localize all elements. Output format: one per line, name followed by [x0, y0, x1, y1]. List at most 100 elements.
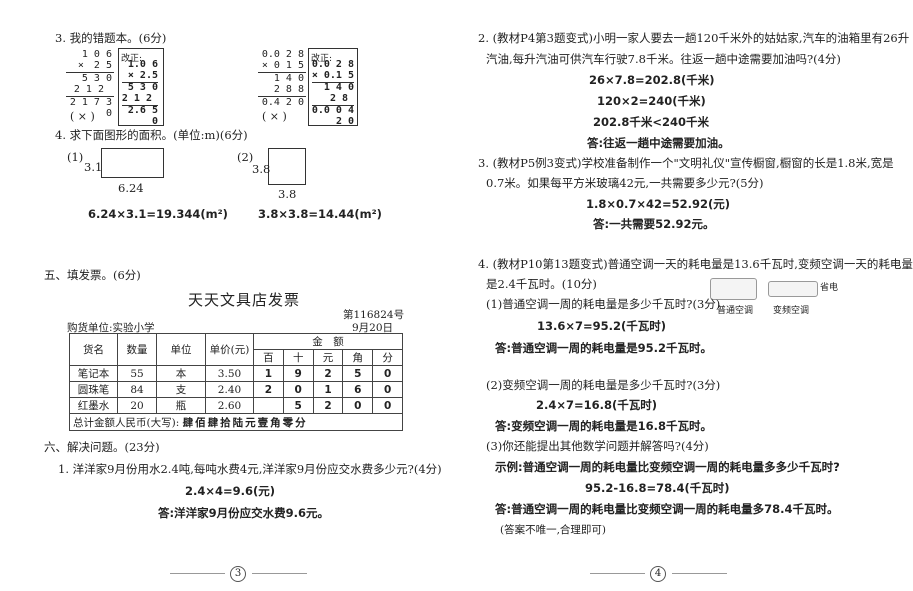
amount-digit: 2: [253, 381, 284, 398]
calc-a-line: × 2 5: [77, 60, 112, 71]
header-cell: 单位: [156, 333, 206, 366]
square-width: 3.8: [278, 187, 297, 201]
item-name: 笔记本: [69, 365, 118, 382]
calc-b-line: 0.0 2 8: [261, 49, 304, 60]
amount-digit: 5: [282, 397, 314, 414]
problem-1-text: 1. 洋洋家9月份用水2.4吨,每吨水费4元,洋洋家9月份应交水费多少元?(4分…: [58, 462, 442, 476]
fix-a-line: 2.6 5 0: [127, 105, 158, 127]
fix-a-line: 2 1 2: [121, 93, 152, 104]
item-name: 红墨水: [69, 397, 118, 414]
header-cell: 单价(元): [205, 333, 254, 366]
section-6-title: 六、解决问题。(23分): [44, 440, 160, 454]
r-q3-answer: 答:一共需要52.92元。: [593, 217, 715, 231]
item-qty: 55: [117, 365, 157, 382]
invoice-title: 天天文具店发票: [188, 291, 301, 309]
ac-label-inverter: 变频空调: [773, 306, 810, 316]
r-q4-part-3: (3)你还能提出其他数学问题并解答吗?(4分): [486, 439, 709, 453]
item-price: 3.50: [205, 365, 254, 382]
calc-a-line: 2 1 7 3 0: [69, 97, 112, 119]
item-unit: 支: [156, 381, 206, 398]
amount-digit: 2: [312, 365, 344, 382]
calc-b-mark: ( × ): [262, 110, 287, 123]
ac-label-normal: 普通空调: [717, 306, 754, 316]
correction-label-a: 改正:: [121, 54, 143, 64]
amount-digit: 0: [372, 381, 403, 398]
fix-b-line: × 0.1 5: [311, 70, 354, 81]
item-price: 2.60: [205, 397, 254, 414]
item-qty: 20: [117, 397, 157, 414]
r-q4-part-1: (1)普通空调一周的耗电量是多少千瓦时?(3分): [486, 297, 721, 311]
table-row: 笔记本 55 本 3.50 1 9 2 5 0: [69, 365, 403, 382]
amount-digit: [253, 397, 284, 414]
fix-a-rule: [122, 105, 158, 106]
amount-digit: 5: [342, 365, 374, 382]
total-label: 总计金额人民币(大写):: [73, 416, 180, 429]
header-cell: 金 额: [253, 333, 403, 350]
area-answer-1: 6.24×3.1=19.344(m²): [88, 207, 228, 221]
item-name: 圆珠笔: [69, 381, 118, 398]
square-figure: [268, 148, 306, 185]
amount-digit: 0: [372, 365, 403, 382]
calc-b-rule: [258, 72, 306, 73]
r-q4-part-2: (2)变频空调一周的耗电量是多少千瓦时?(3分): [486, 378, 721, 392]
item-price: 2.40: [205, 381, 254, 398]
r-q4-text: 是2.4千瓦时。(10分): [486, 277, 597, 291]
calc-b-line: × 0 1 5: [261, 60, 304, 71]
amount-digit: 0: [342, 397, 374, 414]
header-cell: 货名: [69, 333, 118, 366]
q3-title: 3. 我的错题本。(6分): [55, 31, 167, 45]
r-q4-part-3-question: 示例:普通空调一周的耗电量比变频空调一周的耗电量多多少千瓦时?: [495, 460, 840, 474]
r-q3-calc: 1.8×0.7×42=52.92(元): [586, 197, 731, 211]
sub-header-cell: 角: [342, 349, 374, 366]
amount-digit: 0: [282, 381, 314, 398]
calc-b-rule: [258, 96, 306, 97]
amount-digit: 9: [282, 365, 314, 382]
correction-box-a: [118, 48, 164, 126]
square-height: 3.8: [252, 162, 271, 176]
calc-b-line: 0.4 2 0: [261, 97, 304, 108]
table-row: 红墨水 20 瓶 2.60 5 2 0 0: [69, 397, 403, 414]
correction-label-b: 改正:: [311, 54, 333, 64]
page-footer-line: [672, 573, 727, 574]
fix-a-rule: [122, 82, 158, 83]
fix-a-line: 5 3 0: [127, 82, 158, 93]
total-row: 总计金额人民币(大写): 肆佰肆拾陆元壹角零分: [69, 413, 403, 431]
amount-digit: 1: [253, 365, 284, 382]
calc-b-line: 1 4 0: [273, 73, 304, 84]
calc-b-line: 2 8 8: [273, 84, 304, 95]
q4-title: 4. 求下面图形的面积。(单位:m)(6分): [55, 128, 248, 142]
fix-b-line: 2 8: [329, 93, 348, 104]
amount-digit: 0: [372, 397, 403, 414]
section-5-title: 五、填发票。(6分): [44, 268, 141, 282]
calc-a-rule: [66, 96, 114, 97]
r-q4-part-3-answer: 答:普通空调一周的耗电量比变频空调一周的耗电量多78.4千瓦时。: [495, 502, 839, 516]
rectangle-height: 3.1: [84, 160, 103, 174]
r-q3-text: 3. (教材P5例3变式)学校准备制作一个"文明礼仪"宣传橱窗,橱窗的长是1.8…: [478, 156, 894, 170]
figure-2-number: (2): [237, 150, 254, 164]
page-footer-line: [170, 573, 225, 574]
r-q2-calc: 202.8千米<240千米: [593, 115, 710, 129]
invoice-table: 货名 数量 单位 单价(元) 金 额 百 十 元 角 分 笔记本 55 本 3.…: [69, 333, 403, 431]
item-unit: 瓶: [156, 397, 206, 414]
item-unit: 本: [156, 365, 206, 382]
fix-b-line: 1 4 0: [323, 82, 354, 93]
page-number-left: 3: [230, 566, 246, 582]
calc-a-line: 5 3 0: [81, 73, 112, 84]
correction-box-b: [308, 48, 358, 126]
r-q3-text: 0.7米。如果每平方米玻璃42元,一共需要多少元?(5分): [486, 176, 764, 190]
sub-header-cell: 元: [312, 349, 344, 366]
fix-b-line: 0.0 0 4 2 0: [311, 105, 354, 127]
amount-digit: 2: [312, 397, 344, 414]
page-footer-line: [252, 573, 307, 574]
answer-note: (答案不唯一,合理即可): [500, 524, 607, 536]
area-answer-2: 3.8×3.8=14.44(m²): [258, 207, 382, 221]
page-number-right: 4: [650, 566, 666, 582]
r-q2-calc: 26×7.8=202.8(千米): [589, 73, 715, 87]
r-q2-answer: 答:往返一趟中途需要加油。: [587, 136, 730, 150]
invoice-number: 第116824号: [343, 309, 405, 321]
amount-digit: 1: [312, 381, 344, 398]
rectangle-figure: [101, 148, 164, 178]
problem-1-calc: 2.4×4=9.6(元): [185, 484, 276, 498]
fix-b-rule: [312, 105, 354, 106]
page-footer-line: [590, 573, 645, 574]
